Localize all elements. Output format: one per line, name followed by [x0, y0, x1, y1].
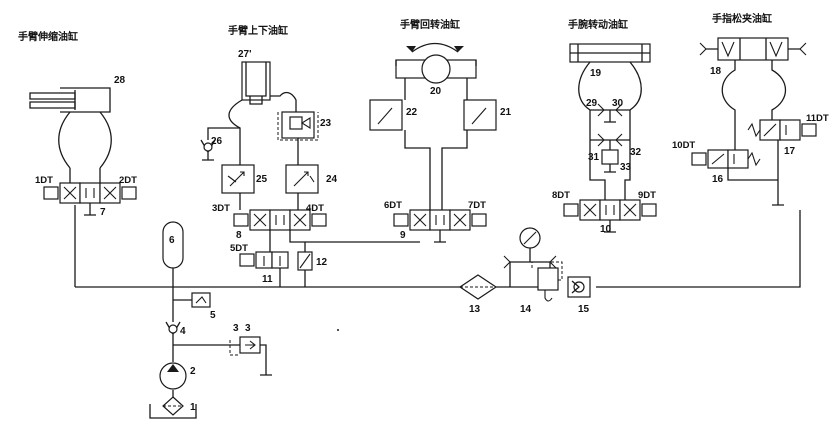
finger-clamp-group: 18 11DT 17 10DT 16 — [672, 37, 829, 206]
solenoid-3dt — [233, 213, 249, 227]
pressure-switch-5 — [191, 292, 211, 308]
label-c22: 22 — [406, 107, 418, 118]
label-c25: 25 — [256, 174, 268, 185]
label-11dt: 11DT — [806, 113, 829, 124]
filter-relief-group: 13 14 15 — [458, 227, 591, 315]
title-arm-telescope: 手臂伸缩油缸 — [18, 30, 78, 43]
solenoid-8dt — [563, 203, 579, 217]
cylinder-27 — [241, 61, 271, 101]
label-2dt: 2DT — [119, 175, 137, 186]
label-c31: 31 — [588, 152, 600, 163]
wrist-rotate-group: 19 29 30 31 32 33 8DT 9DT 10 — [552, 43, 657, 235]
label-c33: 33 — [620, 162, 632, 173]
valve-33 — [601, 149, 619, 165]
label-9dt: 9DT — [638, 190, 656, 201]
label-5dt: 5DT — [230, 243, 248, 254]
arm-telescope-group: 28 1DT 2DT 7 — [29, 75, 137, 218]
label-c30: 30 — [612, 98, 624, 109]
valve-25 — [221, 164, 255, 194]
label-c16: 16 — [712, 174, 724, 185]
valve-14 — [537, 267, 559, 291]
solenoid-11dt — [801, 123, 817, 137]
label-c29: 29 — [586, 98, 598, 109]
arm-rotate-group: 20 22 21 6DT 7DT 9 — [369, 42, 512, 243]
label-c5: 5 — [210, 310, 216, 321]
label-c11: 11 — [262, 274, 273, 285]
label-c1: 1 — [190, 402, 196, 413]
label-c20: 20 — [430, 86, 442, 97]
solenoid-5dt — [239, 253, 255, 267]
label-c7: 7 — [100, 207, 106, 218]
label-c9: 9 — [400, 230, 406, 241]
label-c27: 27' — [238, 49, 252, 60]
solenoid-1dt — [43, 186, 59, 200]
label-c10: 10 — [600, 224, 612, 235]
label-3dt: 3DT — [212, 203, 230, 214]
label-4dt: 4DT — [306, 203, 324, 214]
label-6dt: 6DT — [384, 200, 402, 211]
label-c3: 3 — [233, 323, 239, 334]
label-c19: 19 — [590, 68, 602, 79]
cylinder-18 — [717, 37, 789, 61]
label-c17: 17 — [784, 146, 796, 157]
label-c32: 32 — [630, 147, 642, 158]
label-c13: 13 — [469, 304, 481, 315]
label-c14: 14 — [520, 304, 532, 315]
solenoid-6dt — [393, 213, 409, 227]
label-8dt: 8DT — [552, 190, 570, 201]
solenoid-9dt — [641, 203, 657, 217]
label-c6: 6 — [169, 235, 175, 246]
label-7dt: 7DT — [468, 200, 486, 211]
solenoid-4dt — [311, 213, 327, 227]
title-finger-clamp: 手指松夹油缸 — [712, 12, 772, 25]
solenoid-10dt — [691, 152, 707, 166]
label-1dt: 1DT — [35, 175, 53, 186]
solenoid-2dt — [121, 186, 137, 200]
label-c24: 24 — [326, 174, 338, 185]
pump-group: 6 5 4 3 3 2 1 — [149, 221, 272, 419]
label-c21: 21 — [500, 107, 512, 118]
label-c28: 28 — [114, 75, 126, 86]
pump-2 — [159, 362, 187, 390]
label-c15: 15 — [578, 304, 590, 315]
label-c26: 26 — [211, 136, 223, 147]
main-pressure-line — [74, 205, 801, 288]
title-arm-rotate: 手臂回转油缸 — [400, 18, 460, 31]
solenoid-7dt — [471, 213, 487, 227]
label-c2: 2 — [190, 366, 196, 377]
valve-24 — [285, 164, 319, 194]
svg-text:3: 3 — [245, 323, 251, 334]
label-10dt: 10DT — [672, 140, 695, 151]
label-c23: 23 — [320, 118, 332, 129]
arm-updown-group: 27' 26 23 25 24 — [200, 49, 420, 287]
label-c8: 8 — [236, 230, 242, 241]
label-c12: 12 — [316, 257, 328, 268]
title-wrist-rotate: 手腕转动油缸 — [568, 18, 628, 31]
title-arm-updown: 手臂上下油缸 — [228, 24, 288, 37]
label-c4: 4 — [180, 326, 186, 337]
label-c18: 18 — [710, 66, 722, 77]
